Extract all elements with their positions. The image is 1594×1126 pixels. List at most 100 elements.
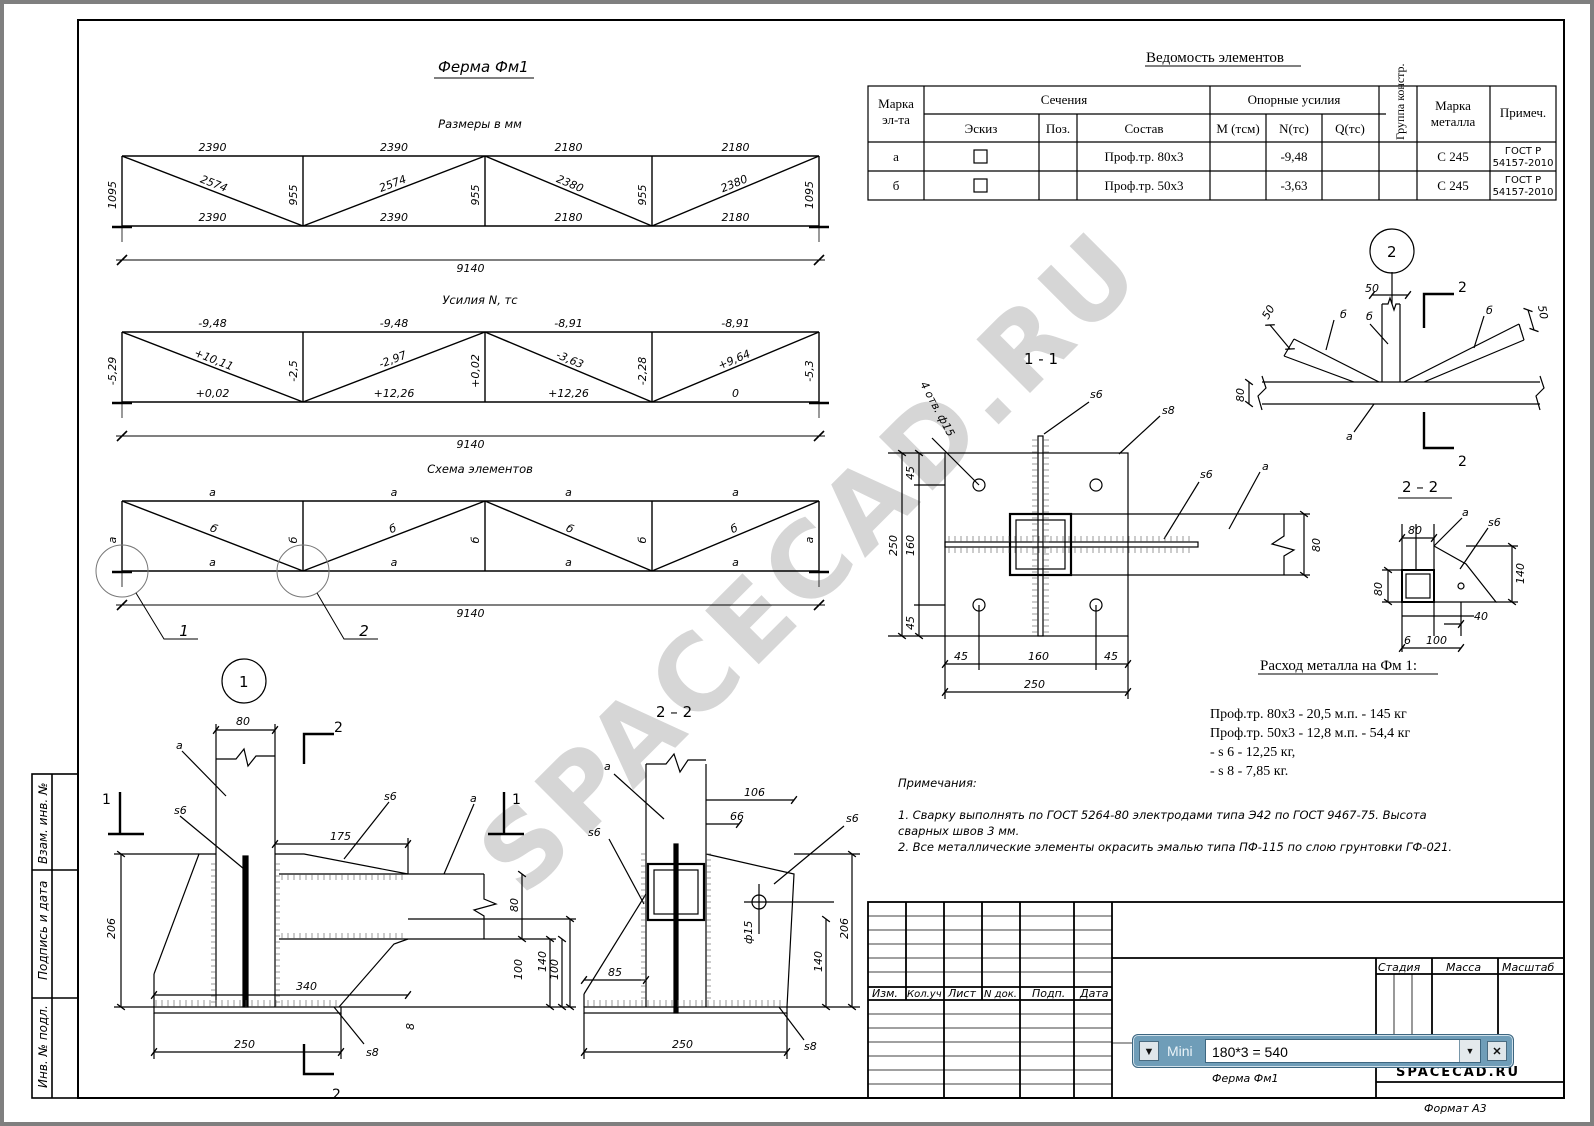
s22a-dim85: 85 bbox=[608, 966, 622, 979]
node-2-circle: 2 bbox=[1387, 243, 1397, 261]
n2-label-b1: б bbox=[1340, 308, 1347, 321]
diagonal-0 bbox=[121, 155, 304, 227]
end-post-label-left: -5,29 bbox=[106, 357, 119, 385]
diagonal-1 bbox=[302, 500, 486, 572]
elements-table bbox=[867, 85, 1557, 201]
s22b-dim80: 80 bbox=[1408, 524, 1422, 537]
th-forces: Опорные усилия bbox=[1248, 92, 1341, 107]
n2-cut-2-top: 2 bbox=[1458, 280, 1467, 296]
n1-dim100: 100 bbox=[512, 959, 525, 980]
s11-dim160a: 160 bbox=[904, 535, 917, 556]
diagonal-2 bbox=[484, 331, 653, 403]
side-stamp bbox=[31, 773, 79, 1099]
note-line-3: 2. Все металлические элементы окрасить э… bbox=[898, 840, 1452, 854]
bottom-chord-label-2: +12,26 bbox=[548, 387, 589, 400]
n1-cut-2-top: 2 bbox=[334, 720, 343, 736]
n2-dim80: 80 bbox=[1234, 388, 1247, 402]
metal-line-2: Проф.тр. 50х3 - 12,8 м.п. - 54,4 кг bbox=[1210, 726, 1410, 741]
n1-dim140: 140 bbox=[536, 951, 549, 972]
stamp-col-list: Лист bbox=[947, 987, 976, 1000]
diagonal-label-3: +9,64 bbox=[716, 347, 752, 372]
th-note: Примеч. bbox=[1500, 105, 1546, 120]
s22a-dim66: 66 bbox=[730, 810, 744, 823]
diagonal-label-3: б bbox=[729, 521, 740, 536]
s22a-label-s6a: s6 bbox=[588, 826, 601, 839]
end-post-label-left: 1095 bbox=[106, 181, 119, 209]
metal-title: Расход металла на Фм 1: bbox=[1260, 658, 1417, 674]
inner-post-label-1: 955 bbox=[469, 185, 482, 206]
diagonal-1 bbox=[302, 331, 486, 403]
top-chord-label-1: -9,48 bbox=[380, 317, 408, 330]
n1-dim206: 206 bbox=[105, 918, 118, 939]
n2-label-a: а bbox=[1346, 430, 1353, 443]
s11-label-a: а bbox=[1262, 460, 1269, 473]
callout-circle-2 bbox=[276, 544, 330, 598]
inner-post-label-2: 955 bbox=[636, 185, 649, 206]
stamp-col-koluch: Кол.уч bbox=[907, 989, 942, 1000]
n1-dim340: 340 bbox=[296, 980, 317, 993]
n1-dim8: 8 bbox=[404, 1023, 417, 1030]
th-pos: Поз. bbox=[1046, 121, 1070, 136]
truss-diagrams: Размеры в мм9140239023902574239023902574… bbox=[95, 117, 829, 640]
s22a-label-s6b: s6 bbox=[846, 812, 859, 825]
stamp-col-ndok: N док. bbox=[984, 989, 1017, 1000]
stamp-format: Формат А3 bbox=[1424, 1102, 1487, 1115]
span-tick-0 bbox=[116, 599, 128, 611]
n1-cut-1-right: 1 bbox=[512, 792, 521, 808]
s11-label-s6a: s6 bbox=[1090, 388, 1103, 401]
s11-title: 1 - 1 bbox=[1024, 350, 1058, 368]
s22a-dim15: ф15 bbox=[742, 921, 755, 944]
span-tick-1 bbox=[813, 599, 825, 611]
truss-dimensions: Размеры в мм9140239023902574239023902574… bbox=[106, 117, 829, 275]
section-2-2-left-labels: 2 – 2 а 106 66 s6 s6 85 250 s8 100 140 2… bbox=[548, 703, 859, 1053]
s11-dim160b: 160 bbox=[1028, 650, 1049, 663]
end-post-label-left: а bbox=[106, 536, 119, 543]
diagonal-3 bbox=[651, 331, 820, 403]
sheet-frame bbox=[77, 19, 1565, 1099]
s11-dim250h: 250 bbox=[1024, 678, 1045, 691]
mini-label: Mini bbox=[1167, 1043, 1193, 1059]
n1-label-s8: s8 bbox=[366, 1046, 379, 1059]
s22a-label-a: а bbox=[604, 760, 611, 773]
mini-history-dropdown[interactable]: ▼ bbox=[1459, 1040, 1480, 1062]
bottom-chord-label-0: 2390 bbox=[199, 211, 227, 224]
stamp-col-data: Дата bbox=[1079, 987, 1109, 1000]
table-title: Ведомость элементов bbox=[1146, 50, 1284, 66]
span-tick-1 bbox=[813, 254, 825, 266]
close-icon: ✕ bbox=[1492, 1046, 1502, 1058]
s11-dim80: 80 bbox=[1310, 538, 1323, 552]
mini-expression-input[interactable] bbox=[1210, 1041, 1464, 1063]
section-2-2-right bbox=[1382, 517, 1518, 653]
diagonal-label-0: +10,11 bbox=[192, 346, 235, 373]
node-2-labels: 2 50 50 50 б б б 80 а 2 2 bbox=[1234, 243, 1550, 470]
mini-close-button[interactable]: ✕ bbox=[1487, 1041, 1507, 1061]
s22b-dim80v: 80 bbox=[1372, 582, 1385, 596]
n2-dim50a: 50 bbox=[1259, 303, 1277, 322]
n1-dim80: 80 bbox=[236, 715, 250, 728]
top-chord-label-2: -8,91 bbox=[554, 317, 582, 330]
th-steel-2: металла bbox=[1431, 114, 1476, 129]
row-a-mark: а bbox=[893, 149, 899, 164]
row-b-steel: С 245 bbox=[1437, 178, 1468, 193]
stamp-scale: Масштаб bbox=[1502, 961, 1554, 974]
top-chord-label-3: 2180 bbox=[722, 141, 750, 154]
end-post-label-right: а bbox=[803, 536, 816, 543]
s22a-title: 2 – 2 bbox=[656, 703, 692, 721]
row-a-note-2: 54157-2010 bbox=[1493, 158, 1554, 169]
mini-menu-button[interactable]: ▼ bbox=[1139, 1041, 1159, 1061]
s22a-dim206: 206 bbox=[838, 918, 851, 939]
row-a-n: -9,48 bbox=[1280, 149, 1307, 164]
s11-dim250v: 250 bbox=[887, 535, 900, 556]
row-a-note: ГОСТ Р bbox=[1505, 146, 1541, 157]
s22a-dim100: 100 bbox=[548, 959, 561, 980]
th-sections: Сечения bbox=[1041, 92, 1087, 107]
n1-dim175: 175 bbox=[330, 830, 351, 843]
callout-label-1: 1 bbox=[179, 622, 189, 640]
inner-post-label-1: б bbox=[469, 536, 482, 543]
top-chord-label-3: -8,91 bbox=[721, 317, 749, 330]
mini-input-box: ▼ bbox=[1205, 1039, 1481, 1063]
bottom-chord-label-1: +12,26 bbox=[374, 387, 415, 400]
n2-dim50b: 50 bbox=[1365, 282, 1379, 295]
th-mark-2: эл-та bbox=[882, 112, 910, 127]
n1-label-a: а bbox=[176, 739, 183, 752]
